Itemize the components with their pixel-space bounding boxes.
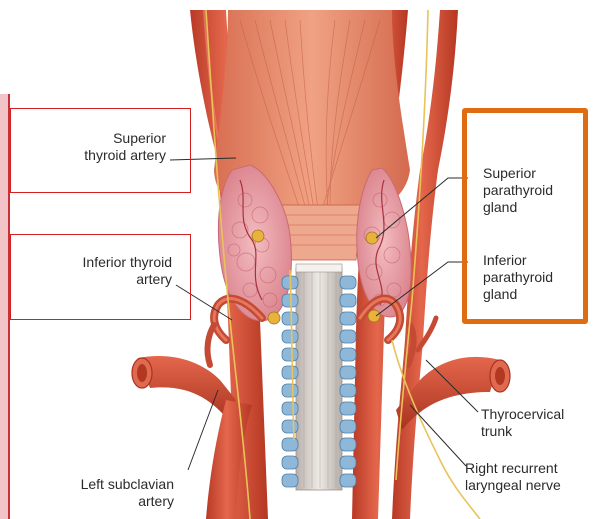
label-inferior-parathyroid-gland: Inferior parathyroid gland (483, 252, 553, 303)
label-inferior-thyroid-artery: Inferior thyroid artery (83, 254, 172, 288)
label-left-subclavian-artery: Left subclavian artery (81, 476, 174, 510)
label-superior-thyroid-artery: Superior thyroid artery (84, 130, 166, 164)
label-thyrocervical-trunk: Thyrocervical trunk (481, 406, 564, 440)
label-right-recurrent-laryngeal-nerve: Right recurrent laryngeal nerve (465, 460, 561, 494)
tracheal-ring-left (282, 474, 298, 487)
tracheal-ring-right (340, 294, 356, 307)
tracheal-ring-right (340, 420, 356, 433)
tracheal-ring-left (282, 420, 298, 433)
tracheal-ring-left (282, 402, 298, 415)
tracheal-ring-left (282, 366, 298, 379)
tracheal-ring-left (282, 438, 298, 451)
tracheal-ring-left (282, 312, 298, 325)
tracheal-ring-left (282, 294, 298, 307)
tracheal-ring-right (340, 276, 356, 289)
tracheal-ring-right (340, 312, 356, 325)
tracheal-ring-left (282, 348, 298, 361)
tracheal-ring-right (340, 330, 356, 343)
label-superior-parathyroid-gland: Superior parathyroid gland (483, 165, 553, 216)
esophagus (296, 264, 342, 490)
tracheal-ring-right (340, 366, 356, 379)
tracheal-ring-left (282, 384, 298, 397)
tracheal-ring-right (340, 456, 356, 469)
tracheal-ring-left (282, 456, 298, 469)
tracheal-ring-left (282, 330, 298, 343)
tracheal-ring-right (340, 384, 356, 397)
tracheal-ring-right (340, 402, 356, 415)
tracheal-ring-right (340, 474, 356, 487)
tracheal-ring-right (340, 438, 356, 451)
tracheal-ring-right (340, 348, 356, 361)
